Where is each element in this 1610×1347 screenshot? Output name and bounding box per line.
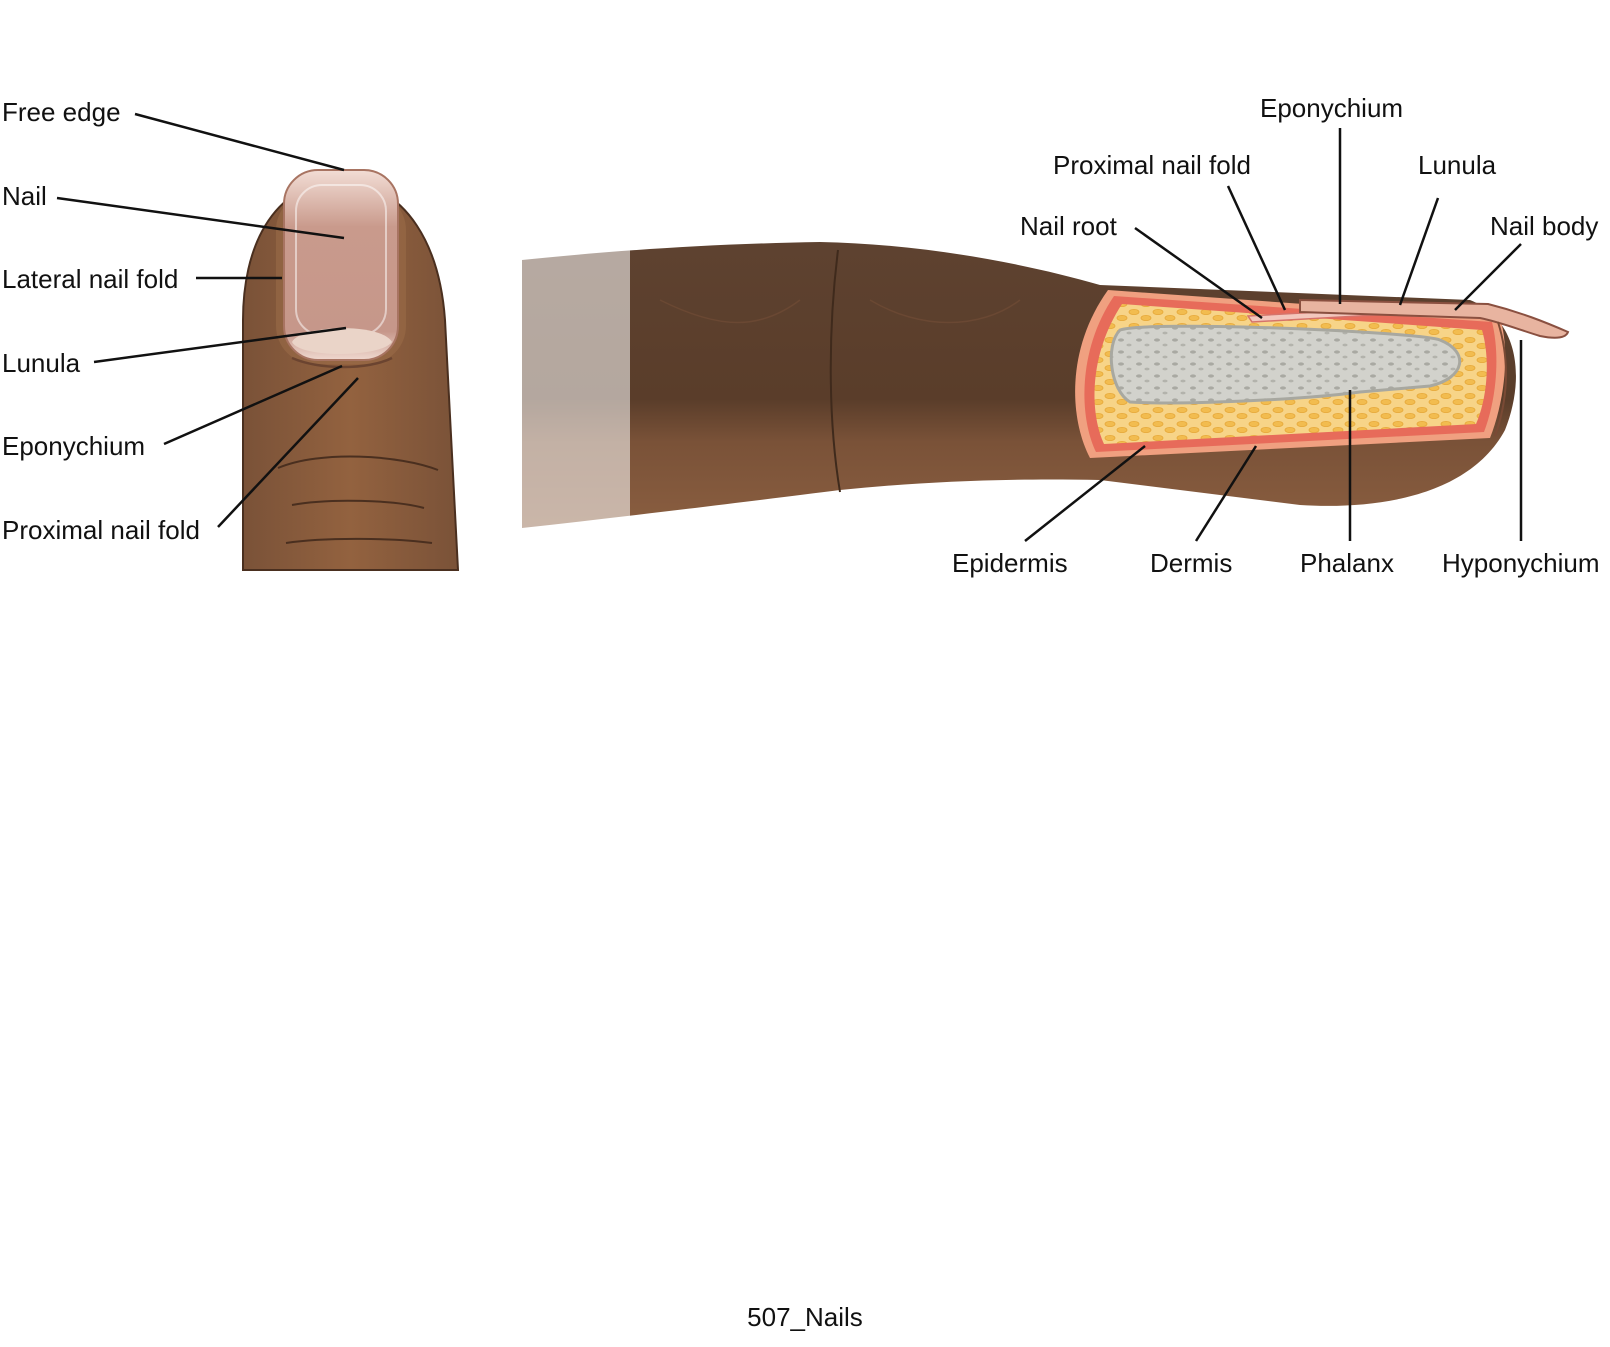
knuckle-crease: [829, 249, 841, 493]
label-lunula-side: Lunula: [1418, 150, 1497, 180]
finger-fade-mask: [510, 240, 630, 540]
nail-body-shape: [1299, 298, 1570, 339]
label-nail-root: Nail root: [1020, 211, 1118, 241]
thumb-eponychium-shape: [291, 356, 393, 369]
leader-epidermis: [1024, 445, 1146, 542]
label-phalanx: Phalanx: [1300, 548, 1394, 578]
leader-dermis: [1194, 445, 1258, 542]
label-free-edge: Free edge: [2, 97, 121, 127]
hyponychium-shape: [1494, 321, 1507, 437]
finger-wrinkle-1: [659, 299, 801, 324]
thumb-crease-2: [291, 499, 425, 509]
label-proximal-nail-fold-top: Proximal nail fold: [2, 515, 200, 545]
label-eponychium-side: Eponychium: [1260, 93, 1403, 123]
leader-nail: [56, 196, 345, 240]
phalanx-bone: [1109, 324, 1462, 405]
label-nail: Nail: [2, 181, 47, 211]
label-nail-body: Nail body: [1490, 211, 1598, 241]
leader-eponychium-top: [163, 364, 343, 446]
thumb-lunula-shape: [292, 328, 392, 354]
label-hyponychium: Hyponychium: [1442, 548, 1600, 578]
figure-caption: 507_Nails: [747, 1302, 863, 1332]
leader-free-edge: [134, 112, 345, 172]
finger-side-view: [510, 240, 1570, 540]
side-view-leaders: [1024, 128, 1523, 542]
top-view-leaders: [56, 112, 359, 528]
leader-proximal-fold-side: [1226, 185, 1287, 311]
thumb-crease-1: [277, 455, 439, 471]
label-dermis: Dermis: [1150, 548, 1232, 578]
label-lateral-nail-fold: Lateral nail fold: [2, 264, 178, 294]
label-lunula-top: Lunula: [2, 348, 81, 378]
leader-proximal-fold-top: [217, 377, 359, 528]
leader-nail-body: [1454, 243, 1522, 311]
thumb-crease-3: [285, 537, 433, 544]
thumb-top-view: [242, 169, 460, 571]
leader-nail-root: [1134, 226, 1263, 320]
finger-wrinkle-2: [869, 299, 1021, 324]
leader-lunula-top: [93, 326, 347, 364]
leader-lunula-side: [1398, 197, 1440, 306]
label-proximal-nail-fold-side: Proximal nail fold: [1053, 150, 1251, 180]
label-eponychium-top: Eponychium: [2, 431, 145, 461]
label-epidermis: Epidermis: [952, 548, 1068, 578]
